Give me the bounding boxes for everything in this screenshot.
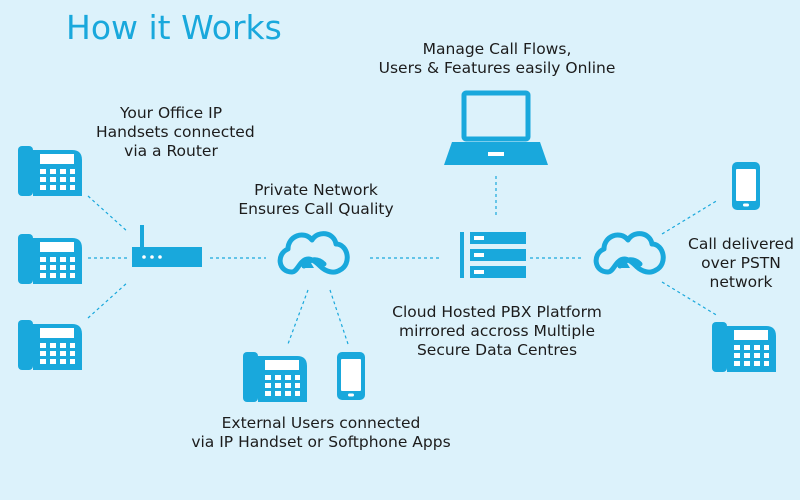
desk-phone-icon [18,320,82,370]
label-line: via IP Handset or Softphone Apps [191,433,451,451]
cloud-network-icon [596,234,663,272]
label-line: mirrored accross Multiple [398,322,596,340]
pstn-label: Call delivered over PSTN network [686,235,796,292]
label-line: Call delivered [688,235,794,253]
connector-lines [87,176,719,345]
line-cloud-external-mobile [329,289,349,345]
external-users-label: External Users connected via IP Handset … [186,414,456,452]
desk-phone-icon [243,352,307,402]
line-pstn-phone [661,281,719,317]
label-line: Users & Features easily Online [378,59,616,77]
server-icon [460,232,526,278]
cloud-network-icon [280,234,347,272]
line-cloud-external-phone [287,289,309,345]
label-line: via a Router [124,142,218,160]
page-title: How it Works [66,8,282,47]
label-line: Secure Data Centres [416,341,578,359]
label-line: Ensures Call Quality [238,200,394,218]
desk-phone-icon [712,322,776,372]
desk-phone-icon [18,234,82,284]
label-line: Cloud Hosted PBX Platform [392,303,602,321]
manage-calls-label: Manage Call Flows, Users & Features easi… [372,40,622,78]
desk-phone-icon [18,146,82,196]
mobile-phone-icon [732,162,760,210]
router-icon [132,225,202,267]
mobile-phone-icon [337,352,365,400]
line-pstn-mobile [661,199,719,235]
label-line: Private Network [254,181,378,199]
label-line: Handsets connected [96,123,255,141]
laptop-icon [444,90,548,165]
label-line: External Users connected [221,414,421,432]
office-handsets-label: Your Office IP Handsets connected via a … [96,104,255,161]
line-phone1-router [87,195,129,233]
private-network-label: Private Network Ensures Call Quality [226,181,406,219]
cloud-pbx-label: Cloud Hosted PBX Platform mirrored accro… [382,303,612,360]
label-line: Your Office IP [119,104,223,122]
label-line: network [709,273,773,291]
label-line: Manage Call Flows, [422,40,572,58]
line-phone3-router [87,281,129,319]
label-line: over PSTN [701,254,781,272]
